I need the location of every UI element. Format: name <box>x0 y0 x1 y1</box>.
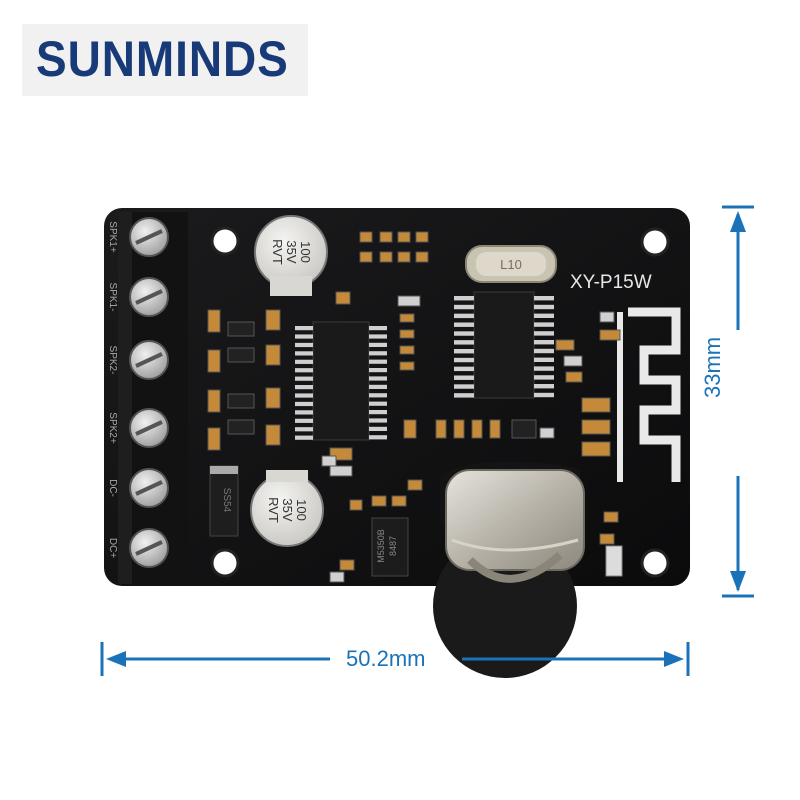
smd-part <box>329 571 345 583</box>
terminal-screw <box>129 468 169 508</box>
terminal-label: SPK2+ <box>107 412 118 444</box>
capacitor-top-text-1: 100 <box>298 241 313 263</box>
height-dimension-label: 33mm <box>700 330 726 404</box>
smd-part <box>599 329 621 341</box>
bluetooth-ic <box>454 291 554 399</box>
terminal-labels: SPK1+ SPK1- SPK2- SPK2+ DC- DC+ <box>107 221 118 558</box>
smd-part <box>581 419 611 435</box>
crystal-oscillator: L10 <box>465 245 557 283</box>
smd-part <box>265 344 281 366</box>
mounting-hole <box>210 226 240 256</box>
smd-part <box>207 427 221 451</box>
smd-part <box>329 465 353 477</box>
crystal-marking: L10 <box>500 257 522 272</box>
smd-part <box>407 479 423 491</box>
diode-marking: SS54 <box>221 488 232 513</box>
smd-part <box>379 231 393 243</box>
smd-part <box>453 419 465 439</box>
regulator-marking-2: 8487 <box>388 536 398 556</box>
smd-part <box>227 347 255 363</box>
status-led <box>605 545 623 577</box>
smd-part <box>335 291 351 305</box>
smd-part <box>403 419 417 439</box>
voltage-regulator: M5350B 8487 <box>371 517 409 577</box>
smd-part <box>227 321 255 337</box>
smd-part <box>265 424 281 446</box>
brand-logo: SUNMINDS <box>22 24 308 96</box>
smd-part <box>349 499 363 511</box>
smd-part <box>379 251 393 263</box>
smd-part <box>539 427 555 439</box>
smd-part <box>399 345 415 355</box>
terminal-screw <box>129 528 169 568</box>
screw-terminal-block <box>118 212 188 584</box>
width-dimension-label: 50.2mm <box>338 646 434 672</box>
smd-part <box>207 349 221 373</box>
smd-part <box>471 419 483 439</box>
smd-part <box>339 559 355 571</box>
terminal-screw <box>129 340 169 380</box>
smd-part <box>265 387 281 409</box>
smd-part <box>415 231 429 243</box>
smd-part <box>359 251 373 263</box>
capacitor-bottom-text-2: 35V <box>280 498 295 521</box>
smd-part <box>599 311 615 323</box>
smd-part <box>371 495 387 507</box>
smd-part <box>435 419 447 439</box>
brand-logo-text: SUNMINDS <box>36 31 289 87</box>
smd-part <box>227 419 255 435</box>
width-dimension-arrow <box>100 642 690 676</box>
smd-part <box>599 533 615 545</box>
terminal-label: SPK1- <box>107 283 118 312</box>
smd-part <box>397 295 421 307</box>
terminal-label: SPK1+ <box>107 221 118 253</box>
terminal-label: DC- <box>107 479 118 497</box>
capacitor-top-text-2: 35V <box>284 240 299 263</box>
smd-part <box>565 371 583 383</box>
smd-part <box>391 495 407 507</box>
smd-part <box>415 251 429 263</box>
smd-part <box>511 419 537 439</box>
diode: SS54 <box>209 465 239 537</box>
smd-part <box>207 389 221 413</box>
smd-part <box>359 231 373 243</box>
smd-part <box>399 329 415 339</box>
smd-part <box>399 361 415 371</box>
smd-part <box>581 441 611 457</box>
height-dimension-arrow <box>722 205 754 598</box>
smd-part <box>489 419 501 439</box>
regulator-marking-1: M5350B <box>376 529 386 563</box>
smd-part <box>399 313 415 323</box>
board-model-label: XY-P15W <box>570 272 652 293</box>
smd-part <box>207 309 221 333</box>
terminal-label: SPK2- <box>107 346 118 375</box>
terminal-screw <box>129 277 169 317</box>
volume-potentiometer <box>433 462 585 678</box>
mounting-hole <box>640 548 670 578</box>
smd-components <box>207 231 621 583</box>
capacitor-top-text-3: RVT <box>270 239 285 265</box>
smd-part <box>397 251 411 263</box>
capacitor-bottom-text-1: 100 <box>294 499 309 521</box>
antenna-trace <box>628 307 681 482</box>
smd-part <box>265 309 281 331</box>
capacitor-bottom-text-3: RVT <box>266 497 281 523</box>
terminal-label: DC+ <box>107 538 118 558</box>
mounting-hole <box>210 548 240 578</box>
terminal-screw <box>129 217 169 257</box>
mounting-hole <box>640 227 670 257</box>
smd-part <box>227 393 255 409</box>
smd-part <box>603 511 619 523</box>
smd-part <box>397 231 411 243</box>
capacitor-top: 100 35V RVT <box>254 215 328 296</box>
smd-part <box>563 355 583 367</box>
amplifier-ic <box>295 321 387 441</box>
smd-part <box>555 339 575 351</box>
terminal-screw <box>129 408 169 448</box>
smd-part <box>321 455 337 467</box>
capacitor-bottom: 100 35V RVT <box>250 470 324 547</box>
smd-part <box>581 397 611 413</box>
